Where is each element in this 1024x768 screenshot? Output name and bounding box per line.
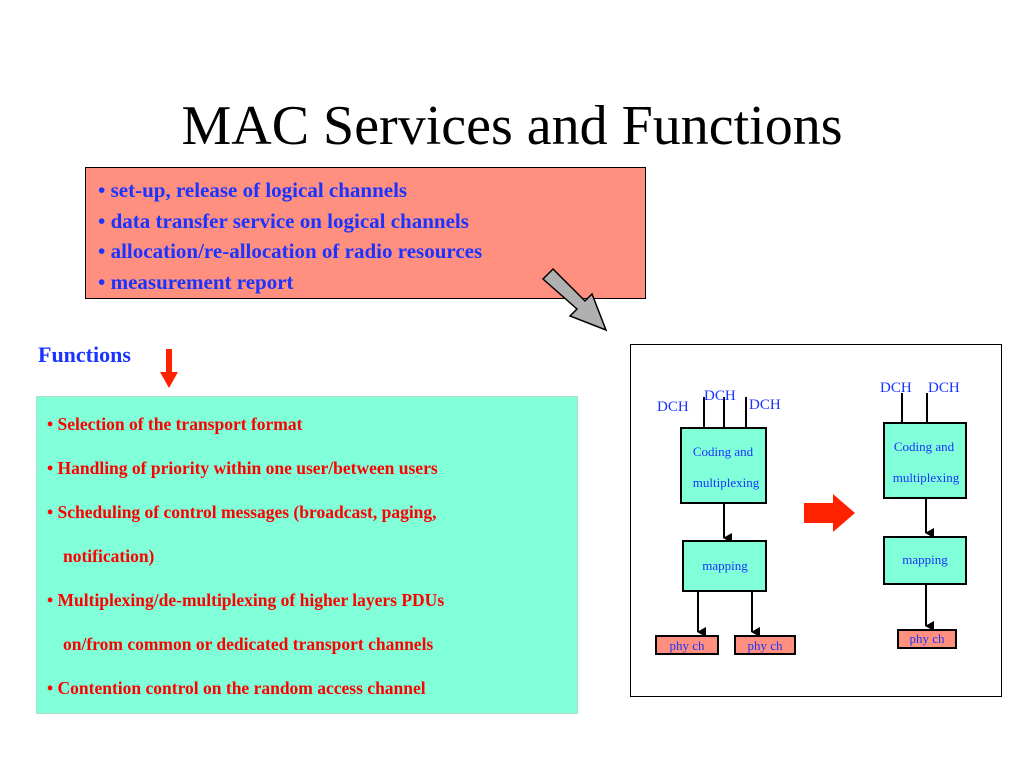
- phy-ch-block: [734, 635, 796, 655]
- function-item: • Selection of the transport format: [47, 413, 577, 457]
- service-item: • allocation/re-allocation of radio reso…: [98, 239, 483, 263]
- mapping-block: [883, 536, 967, 585]
- function-item: • Contention control on the random acces…: [47, 677, 577, 721]
- service-item: • data transfer service on logical chann…: [98, 208, 469, 233]
- dch-label: DCH: [749, 397, 781, 413]
- coding-multiplexing-block: [883, 422, 967, 499]
- coding-label: multiplexing: [693, 475, 760, 490]
- coding-label: multiplexing: [893, 470, 960, 485]
- function-item: • Multiplexing/de-multiplexing of higher…: [47, 589, 577, 677]
- service-item: • measurement report: [98, 269, 294, 294]
- coding-label: Coding and: [693, 444, 754, 459]
- function-item: • Handling of priority within one user/b…: [47, 457, 577, 501]
- service-item: • set-up, release of logical channels: [98, 178, 408, 202]
- function-item-text: • Selection of the transport format: [47, 414, 303, 434]
- function-item-text: • Scheduling of control messages (broadc…: [47, 502, 437, 522]
- gray-diagonal-arrow-icon: [541, 267, 608, 332]
- mapping-label: mapping: [702, 558, 748, 573]
- function-item-text: • Handling of priority within one user/b…: [47, 458, 438, 478]
- services-box: • set-up, release of logical channels • …: [85, 167, 646, 299]
- coding-label: Coding and: [894, 439, 955, 454]
- phy-ch-label: phy ch: [669, 638, 705, 653]
- mapping-label: mapping: [902, 552, 948, 567]
- phy-ch-label: phy ch: [909, 631, 945, 646]
- dch-label: DCH: [704, 388, 736, 404]
- function-item-text: • Multiplexing/de-multiplexing of higher…: [47, 590, 445, 610]
- dch-label: DCH: [657, 399, 689, 415]
- dch-label: DCH: [880, 380, 912, 396]
- phy-ch-block: [655, 635, 719, 655]
- page-title: MAC Services and Functions: [181, 95, 843, 157]
- function-item-continuation: on/from common or dedicated transport ch…: [63, 634, 434, 654]
- red-right-arrow-icon: [804, 494, 855, 532]
- right-diagram: DCH DCH Coding and multiplexing mapping …: [880, 380, 967, 649]
- function-item: • Scheduling of control messages (broadc…: [47, 501, 577, 589]
- functions-box: • Selection of the transport format • Ha…: [36, 396, 578, 714]
- left-diagram: DCH DCH DCH Coding and multiplexing mapp…: [655, 388, 796, 655]
- function-item-text: • Contention control on the random acces…: [47, 678, 426, 698]
- function-item-continuation: notification): [63, 546, 155, 566]
- red-down-arrow-icon: [160, 349, 178, 388]
- phy-ch-label: phy ch: [747, 638, 783, 653]
- mapping-block: [682, 540, 767, 592]
- dch-label: DCH: [928, 380, 960, 396]
- functions-label: Functions: [38, 342, 131, 367]
- phy-ch-block: [897, 629, 957, 649]
- coding-multiplexing-block: [680, 427, 767, 504]
